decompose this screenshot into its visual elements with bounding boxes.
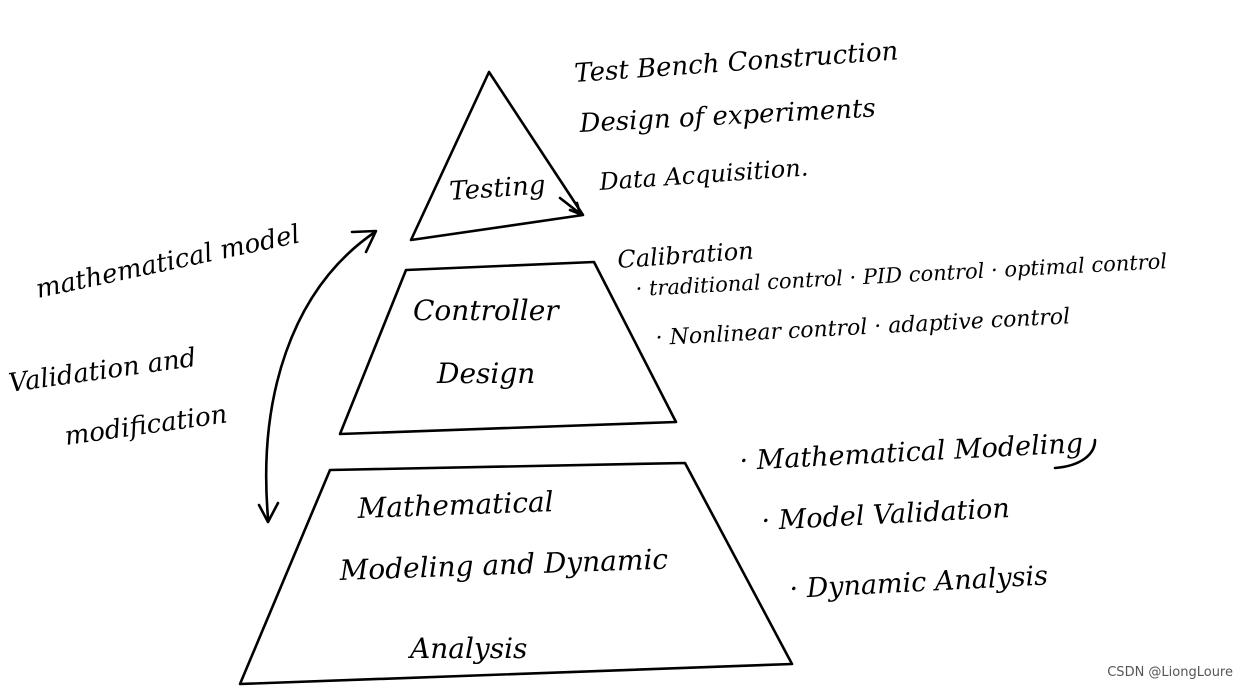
controller-trapezoid <box>338 260 678 436</box>
left-note-mathematical-model: mathematical model <box>33 220 302 305</box>
watermark: CSDN @LiongLoure <box>1107 665 1233 680</box>
cycle-arrow-up <box>264 230 377 520</box>
testing-triangle <box>409 70 585 242</box>
testing-note-3: Data Acquisition. <box>597 153 809 196</box>
modeling-label-line3: Analysis <box>407 632 527 665</box>
testing-label: Testing <box>448 170 546 207</box>
controller-label-line1: Controller <box>413 294 560 327</box>
modeling-note-3: · Dynamic Analysis <box>789 560 1049 604</box>
arrow-head-up-icon <box>350 229 378 254</box>
modeling-note-underline <box>1053 438 1097 470</box>
left-note-validation-line1: Validation and <box>7 343 198 399</box>
modeling-label-line1: Mathematical <box>356 485 554 525</box>
arrow-head-down-icon <box>257 501 280 524</box>
modeling-note-2: · Model Validation <box>761 493 1011 537</box>
testing-note-2: Design of experiments <box>578 94 877 140</box>
controller-note-3: · Nonlinear control · adaptive control <box>655 304 1071 351</box>
modeling-trapezoid <box>238 461 794 686</box>
modeling-note-1: · Mathematical Modeling <box>739 428 1084 477</box>
testing-note-1: Test Bench Construction <box>573 36 899 89</box>
left-note-validation-line2: modification <box>63 399 229 452</box>
controller-note-1: Calibration <box>616 237 754 274</box>
controller-label-line2: Design <box>436 357 535 390</box>
modeling-label-line2: Modeling and Dynamic <box>338 543 669 587</box>
testing-pointer-arrow <box>558 196 582 216</box>
